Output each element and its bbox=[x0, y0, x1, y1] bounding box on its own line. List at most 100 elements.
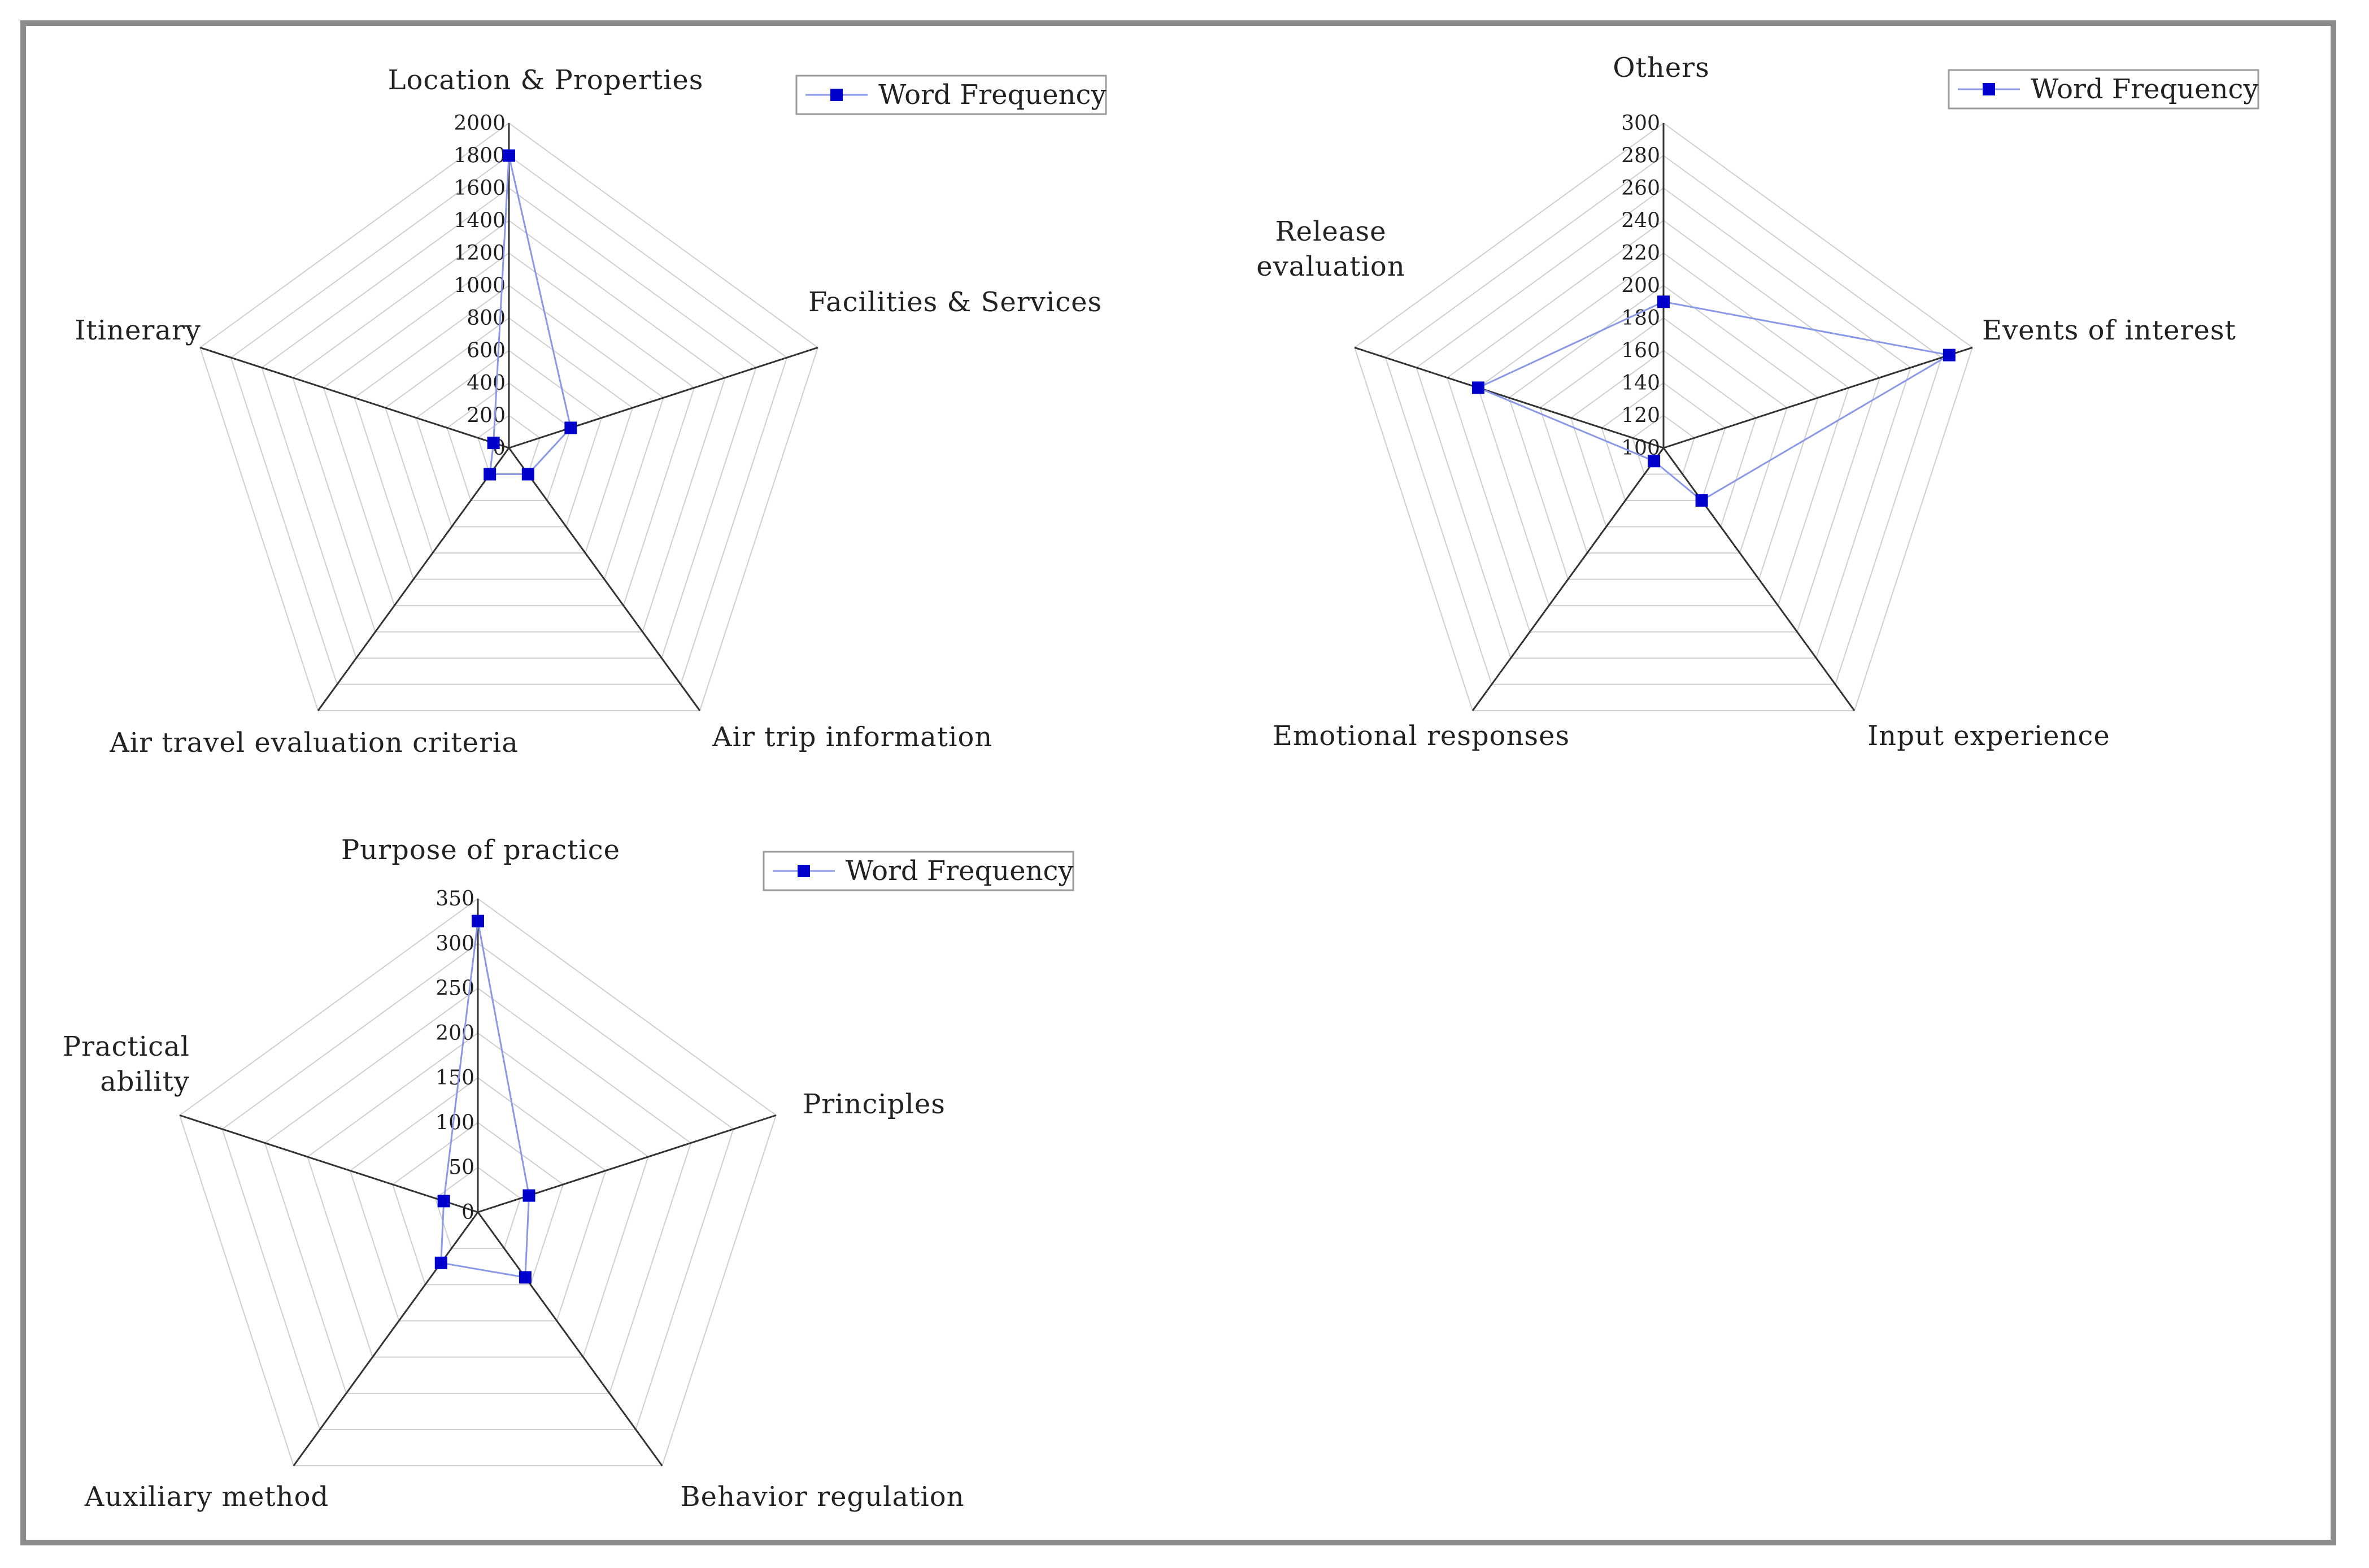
tick-label: 200 bbox=[467, 404, 506, 428]
data-point bbox=[487, 437, 500, 450]
axis-spoke bbox=[1663, 346, 1973, 449]
grid-ring bbox=[307, 1032, 649, 1358]
tick-label: 1400 bbox=[454, 210, 506, 233]
grid-ring bbox=[392, 1122, 564, 1286]
tick-label: 260 bbox=[1621, 177, 1660, 200]
legend-marker bbox=[830, 89, 843, 101]
legend-marker bbox=[1983, 83, 1995, 95]
category-label: Emotional responses bbox=[1273, 720, 1570, 752]
series-line bbox=[489, 155, 572, 476]
axis-spoke bbox=[1662, 447, 1856, 712]
axis-spoke bbox=[1354, 346, 1664, 449]
category-label: Events of interest bbox=[1982, 315, 2236, 346]
tick-label: 0 bbox=[461, 1201, 474, 1224]
data-point bbox=[1943, 349, 1956, 361]
legend-label: Word Frequency bbox=[2031, 73, 2259, 105]
tick-label: 280 bbox=[1621, 145, 1660, 168]
grid-ring bbox=[292, 220, 726, 633]
tick-label: 120 bbox=[1621, 404, 1660, 428]
legend-marker bbox=[798, 865, 810, 877]
axis-spoke bbox=[508, 447, 701, 712]
category-label: Auxiliary method bbox=[84, 1481, 329, 1513]
grid-ring bbox=[230, 155, 788, 685]
axis-spoke bbox=[477, 1212, 663, 1466]
data-point bbox=[434, 1256, 447, 1269]
grid-ring bbox=[1570, 350, 1757, 528]
tick-label: 2000 bbox=[454, 112, 506, 135]
data-point bbox=[522, 1189, 535, 1202]
category-label: Input experience bbox=[1867, 720, 2110, 752]
data-point bbox=[472, 914, 484, 927]
tick-label: 240 bbox=[1621, 210, 1660, 233]
category-label: Principles bbox=[803, 1088, 946, 1120]
tick-label: 50 bbox=[448, 1156, 474, 1179]
category-label: Air trip information bbox=[712, 721, 992, 753]
tick-label: 300 bbox=[436, 932, 474, 955]
grid-ring bbox=[1632, 415, 1695, 475]
category-label: Others bbox=[1613, 52, 1710, 84]
data-point bbox=[564, 421, 577, 434]
data-point bbox=[437, 1195, 450, 1208]
radar-chart-2: 100120140160180200220240260280300OthersE… bbox=[1256, 52, 2259, 752]
grid-ring bbox=[354, 285, 664, 580]
grid-ring bbox=[349, 1077, 607, 1322]
tick-label: 220 bbox=[1621, 242, 1660, 265]
grid-ring bbox=[1384, 155, 1943, 685]
tick-label: 150 bbox=[436, 1066, 474, 1090]
data-point bbox=[521, 468, 534, 481]
category-label: Behavior regulation bbox=[680, 1481, 964, 1513]
grid-ring bbox=[178, 898, 777, 1467]
category-label: Air travel evaluation criteria bbox=[109, 727, 519, 759]
grid-ring bbox=[415, 350, 603, 528]
category-label: Itinerary bbox=[75, 315, 201, 346]
axis-spoke bbox=[199, 346, 509, 449]
grid-ring bbox=[1447, 220, 1880, 633]
tick-label: 140 bbox=[1621, 372, 1660, 395]
series-line bbox=[440, 921, 530, 1279]
tick-label: 1000 bbox=[454, 275, 506, 298]
axis-spoke bbox=[179, 1114, 478, 1213]
data-point bbox=[503, 149, 515, 162]
grid-ring bbox=[385, 317, 633, 554]
data-point bbox=[1695, 494, 1708, 507]
grid-ring bbox=[434, 1166, 521, 1249]
grid-ring bbox=[446, 382, 572, 502]
grid-ring bbox=[323, 252, 695, 607]
radar-chart-1: 0200400600800100012001400160018002000Loc… bbox=[75, 64, 1107, 759]
data-point bbox=[1657, 295, 1670, 308]
series-line bbox=[1476, 300, 1952, 502]
tick-label: 160 bbox=[1621, 339, 1660, 363]
grid-ring bbox=[261, 187, 757, 659]
grid-ring bbox=[1477, 252, 1850, 607]
axis-spoke bbox=[293, 1212, 479, 1466]
grid-ring bbox=[1601, 382, 1726, 502]
grid-ring bbox=[264, 987, 692, 1394]
grid-ring bbox=[1416, 187, 1911, 659]
grid-ring bbox=[1539, 317, 1788, 554]
figure-frame: 0200400600800100012001400160018002000Loc… bbox=[20, 20, 2336, 1545]
grid-ring bbox=[199, 122, 819, 712]
category-label: Location & Properties bbox=[388, 64, 704, 96]
tick-label: 300 bbox=[1621, 112, 1660, 135]
radar-figure: 0200400600800100012001400160018002000Loc… bbox=[63, 52, 2259, 1513]
tick-label: 350 bbox=[436, 887, 474, 911]
legend-label: Word Frequency bbox=[846, 855, 1074, 887]
grid-ring bbox=[1353, 122, 1974, 712]
data-point bbox=[1648, 455, 1661, 468]
category-label: Facilities & Services bbox=[808, 286, 1102, 318]
tick-label: 200 bbox=[436, 1022, 474, 1045]
grid-ring bbox=[221, 943, 734, 1430]
data-point bbox=[519, 1271, 532, 1284]
tick-label: 400 bbox=[467, 372, 506, 395]
axis-spoke bbox=[508, 346, 818, 449]
axis-spoke bbox=[317, 447, 510, 712]
category-label: Purpose of practice bbox=[341, 834, 620, 866]
tick-label: 200 bbox=[1621, 275, 1660, 298]
tick-label: 1600 bbox=[454, 177, 506, 200]
data-point bbox=[1471, 381, 1484, 394]
data-point bbox=[484, 468, 497, 481]
axis-spoke bbox=[1471, 447, 1665, 712]
